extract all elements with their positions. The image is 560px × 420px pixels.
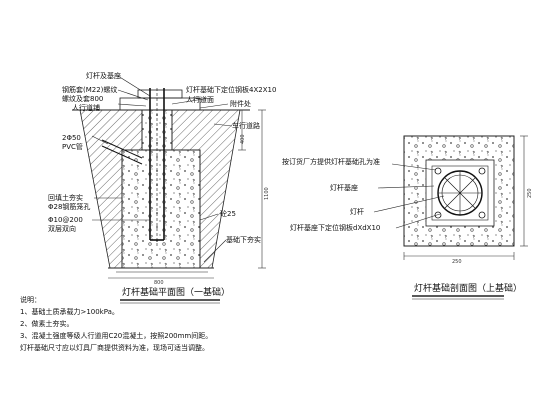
label-cable-duct-2: PVC管 <box>62 143 83 151</box>
label-compacted-base: 基础下夯实 <box>226 236 261 244</box>
label-hole-note: 按订货厂方提供灯杆基础孔为准 <box>282 158 380 166</box>
notes-heading: 说明： <box>20 296 41 304</box>
label-sidewalk-paving: 人行道铺 <box>72 104 100 112</box>
label-base: 灯杆基座 <box>330 184 358 192</box>
right-plan-section <box>373 135 528 300</box>
left-foundation-section <box>72 75 266 304</box>
dim-1100: 1100 <box>264 187 270 200</box>
label-anchor-bolt: 钢筋套(M22)螺纹 <box>62 86 118 94</box>
label-rebar-28: Φ28钢筋笼孔 <box>48 203 91 211</box>
dim-height: 250 <box>527 188 533 198</box>
left-section-title: 灯杆基础平面图（一基础） <box>122 288 231 298</box>
label-sidewalk-surface: 人行道面 <box>186 96 214 104</box>
label-plate: 灯杆基座下定位钢板dXdX10 <box>290 224 381 232</box>
dim-800: 800 <box>154 280 164 286</box>
note-item: 1、基础土质承载力>100kPa。 <box>20 308 119 316</box>
note-item: 灯杆基础尺寸应以灯具厂商提供资料为准，现场可适当调整。 <box>20 344 209 352</box>
label-double-layer: 双层双向 <box>48 225 76 233</box>
label-bolt-spec: 螺纹及套800 <box>62 95 104 103</box>
label-positioning-plate: 灯杆基础下定位钢板4X2X10 <box>186 86 277 94</box>
dim-width: 250 <box>452 259 462 265</box>
label-lamp-post-base: 灯杆及基座 <box>86 72 121 80</box>
note-item: 2、做素土夯实。 <box>20 320 74 328</box>
right-section-title: 灯杆基础剖面图（上基础） <box>414 284 523 294</box>
label-cable-duct: 2Φ50 <box>62 134 81 142</box>
label-pole: 灯杆 <box>350 208 364 216</box>
label-concrete-c25: 砼25 <box>220 210 236 218</box>
label-backfill: 回填土夯实 <box>48 194 83 202</box>
label-vehicle-lane: 车行道路 <box>232 122 260 130</box>
concrete-body <box>121 149 201 269</box>
note-item: 3、混凝土强度等级人行道用C20混凝土，按照200mm间距。 <box>20 332 213 340</box>
label-pipe-marker: 附件处 <box>230 100 251 108</box>
label-rebar-10: Φ10@200 <box>48 216 83 224</box>
dim-400: 400 <box>240 134 246 144</box>
